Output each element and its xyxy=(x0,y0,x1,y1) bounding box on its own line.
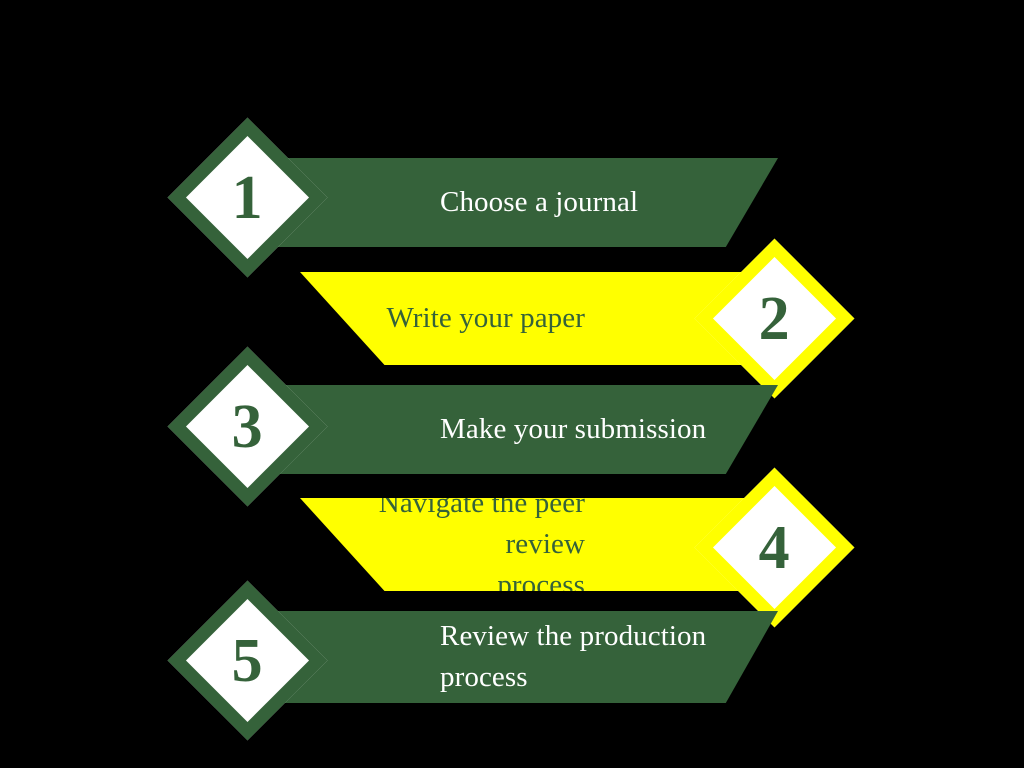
step-diamond-5[interactable]: 5 xyxy=(167,580,328,741)
step-number-3: 3 xyxy=(232,392,263,461)
step-label-2: Write your paper xyxy=(386,302,585,334)
step-banner-3[interactable]: Make your submission xyxy=(240,385,778,474)
step-number-4: 4 xyxy=(759,513,790,582)
step-banner-5[interactable]: Review the production process xyxy=(240,611,778,703)
step-label-1: Choose a journal xyxy=(440,186,639,218)
step-label-4: Navigate the peer review process xyxy=(378,487,585,601)
step-label-5: Review the production process xyxy=(440,620,707,693)
step-diamond-2[interactable]: 2 xyxy=(694,238,855,399)
step-diamond-3[interactable]: 3 xyxy=(167,346,328,507)
step-number-1: 1 xyxy=(232,163,263,232)
step-diamond-1[interactable]: 1 xyxy=(167,117,328,278)
step-diamond-4[interactable]: 4 xyxy=(694,467,855,628)
step-banner-1[interactable]: Choose a journal xyxy=(240,158,778,247)
step-number-5: 5 xyxy=(232,626,263,695)
step-label-3: Make your submission xyxy=(440,413,707,445)
step-number-2: 2 xyxy=(759,284,790,353)
